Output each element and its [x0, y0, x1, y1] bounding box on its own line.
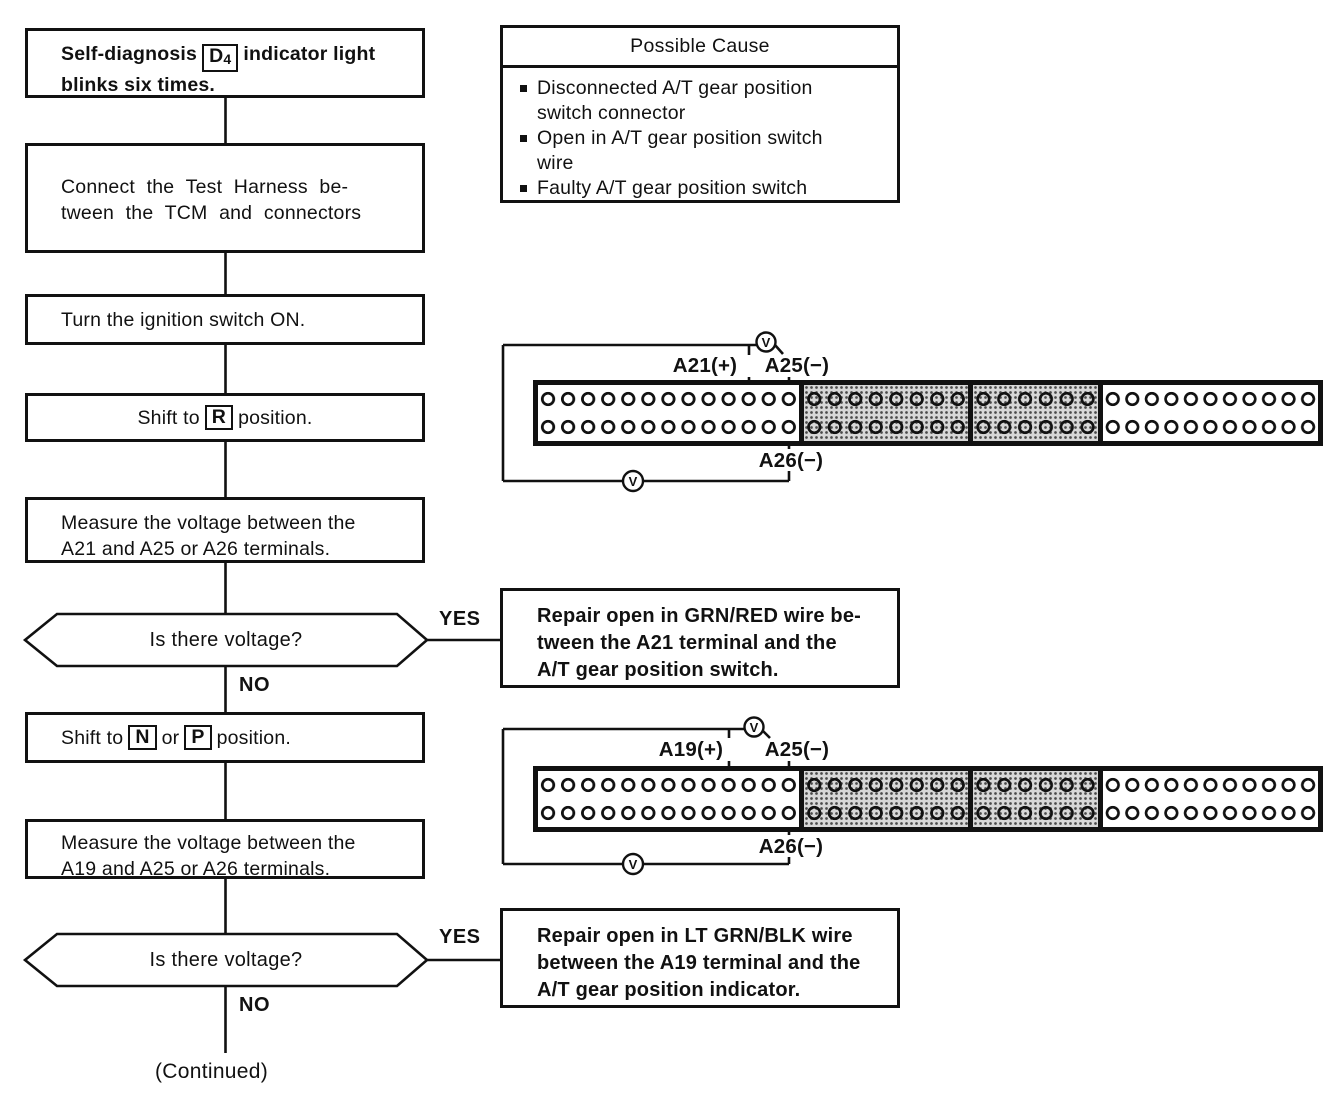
- terminal-a25-minus-label: A25(−): [764, 354, 830, 377]
- possible-cause-item: Disconnected A/T gear position switch co…: [520, 76, 897, 126]
- step-text: Measure the voltage between the A21 and …: [61, 512, 356, 560]
- possible-cause-list: Disconnected A/T gear position switch co…: [503, 76, 897, 201]
- gear-n-key: N: [128, 725, 157, 750]
- step-connect-harness-box: Connect the Test Harness be- tween the T…: [25, 143, 425, 253]
- decision-voltage-1: Is there voltage?: [149, 628, 303, 651]
- continued-label: (Continued): [155, 1060, 269, 1083]
- terminal-a26-minus-label: A26(−): [758, 835, 824, 858]
- step-measure-a19-box: Measure the voltage between the A19 and …: [25, 819, 425, 880]
- terminal-a19-plus-label: A19(+): [658, 738, 724, 761]
- connector2-wiring: V V: [501, 716, 791, 876]
- possible-cause-title: Possible Cause: [503, 28, 897, 68]
- connector-section-c: [968, 771, 1098, 827]
- decision-voltage-2: Is there voltage?: [149, 948, 303, 971]
- terminal-a26-minus-label: A26(−): [758, 449, 824, 472]
- possible-cause-item: Open in A/T gear position switch wire: [520, 126, 897, 176]
- terminal-a21-plus-label: A21(+): [672, 354, 738, 377]
- possible-cause-panel: Possible Cause Disconnected A/T gear pos…: [500, 25, 900, 203]
- step-text: Turn the ignition switch ON.: [61, 308, 306, 331]
- no-label: NO: [239, 674, 270, 696]
- tcm-connector-strip-1: [533, 380, 1323, 446]
- repair-lt-grn-blk-box: Repair open in LT GRN/BLK wire between t…: [500, 908, 900, 1008]
- step-measure-a21-box: Measure the voltage between the A21 and …: [25, 497, 425, 563]
- voltmeter-icon: [621, 852, 645, 876]
- no-label: NO: [239, 994, 270, 1016]
- voltmeter-icon: [621, 469, 645, 493]
- connector-section-b: [799, 385, 968, 441]
- voltmeter-label: V: [750, 720, 759, 735]
- repair-grn-red-box: Repair open in GRN/RED wire be- tween th…: [500, 588, 900, 688]
- step-text: Measure the voltage between the A19 and …: [61, 832, 356, 880]
- connector-section-a: [538, 385, 799, 441]
- possible-cause-item: Faulty A/T gear position switch: [520, 176, 897, 201]
- yes-label: YES: [439, 926, 481, 948]
- terminal-a25-minus-label: A25(−): [764, 738, 830, 761]
- gear-r-key: R: [204, 405, 234, 430]
- tcm-connector-strip-2: [533, 766, 1323, 832]
- connector-section-d: [1098, 771, 1318, 827]
- gear-indicator-d4-key: D4: [202, 44, 239, 72]
- voltmeter-label: V: [762, 335, 771, 350]
- decision-hexagon: [22, 932, 429, 988]
- connector-section-b: [799, 771, 968, 827]
- yes-label: YES: [439, 608, 481, 630]
- connector1-wiring: V V: [501, 331, 791, 493]
- step-ignition-on-box: Turn the ignition switch ON.: [25, 294, 425, 345]
- voltmeter-label: V: [629, 474, 638, 489]
- voltmeter-icon: [755, 331, 777, 353]
- gear-p-key: P: [184, 725, 212, 750]
- voltmeter-icon: [743, 716, 765, 738]
- voltmeter-label: V: [629, 857, 638, 872]
- connector-section-d: [1098, 385, 1318, 441]
- decision-hexagon: [22, 612, 429, 668]
- connector-section-a: [538, 771, 799, 827]
- connector-section-c: [968, 385, 1098, 441]
- step-text: Connect the Test Harness be- tween the T…: [61, 176, 362, 224]
